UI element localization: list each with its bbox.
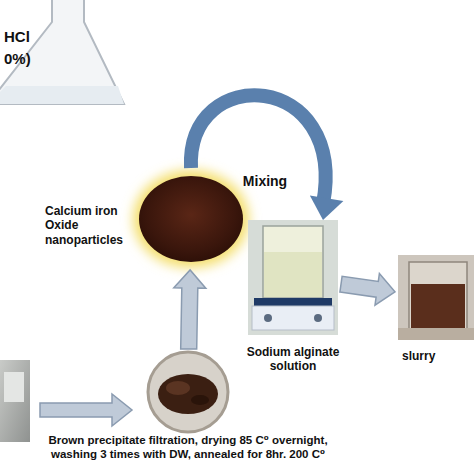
node-label: slurry <box>402 349 462 363</box>
node-label: Calcium iron Oxide nanoparticles <box>45 204 133 247</box>
block-arrow <box>340 273 395 305</box>
alginate-node: Sodium alginate solution <box>248 220 338 335</box>
flow-arrow <box>340 273 395 305</box>
arrow-head <box>310 196 344 220</box>
curved-arrow <box>191 95 326 204</box>
filtration-node: Brown precipitate filtration, drying 85 … <box>148 352 228 432</box>
edge-label: Mixing <box>243 173 287 190</box>
nanoparticle-drawing <box>133 170 249 268</box>
node-label: Brown precipitate filtration, drying 85 … <box>40 434 336 462</box>
nanoparticle-node: Calcium iron Oxide nanoparticles <box>135 172 247 267</box>
alginate-photo <box>248 220 338 335</box>
slurry-photo <box>398 255 474 340</box>
flow-arrow <box>174 270 206 349</box>
flask-node: HCl 0%) <box>0 0 110 100</box>
layout-arrow <box>40 394 132 426</box>
filter-paper-drawing <box>148 352 228 432</box>
node-label: Sodium alginate solution <box>238 345 348 374</box>
flask-drawing <box>0 0 124 104</box>
flow-arrow <box>191 95 343 220</box>
partial-photo <box>0 360 30 442</box>
block-arrow <box>174 270 206 349</box>
node-label: HCl <box>4 28 64 46</box>
node-label: 0%) <box>4 50 64 68</box>
slurry-node: slurry <box>398 255 474 340</box>
